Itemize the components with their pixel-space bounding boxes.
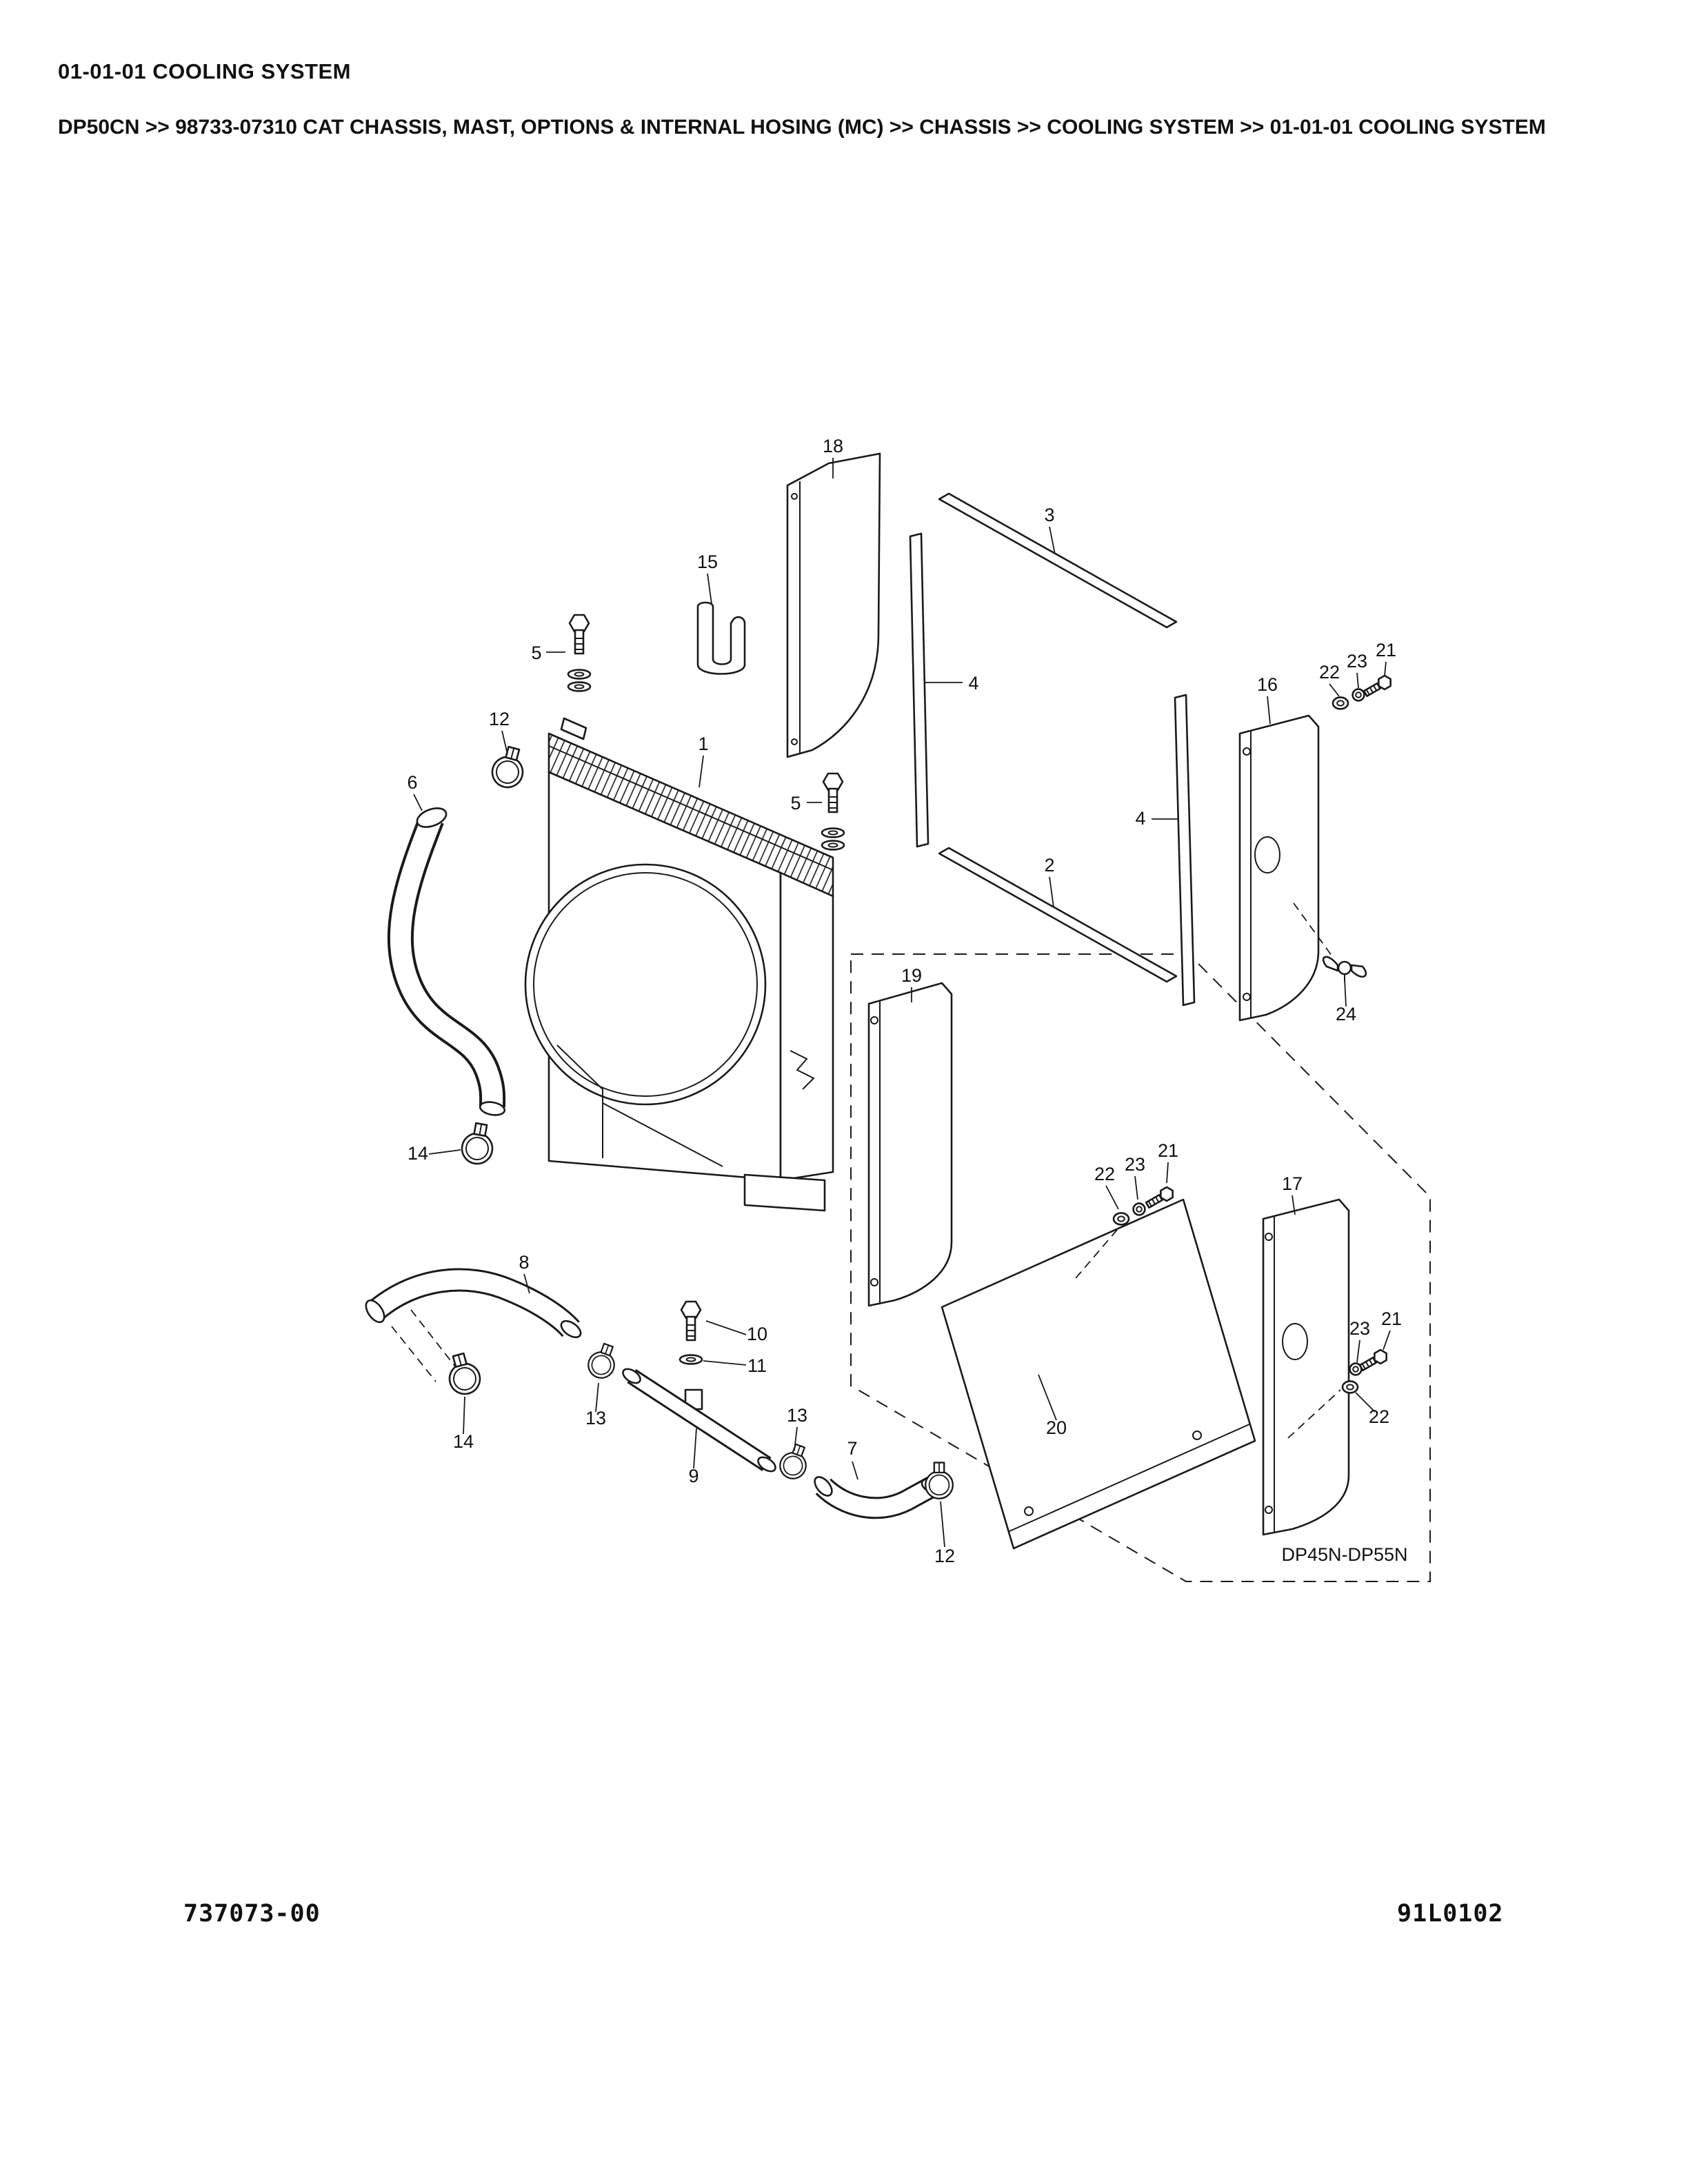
callout-5-a: 5 <box>531 643 541 663</box>
callout-4-b: 4 <box>1135 808 1145 829</box>
callout-13-b: 13 <box>787 1405 807 1426</box>
wing-clip-24 <box>1322 956 1367 982</box>
hose-clamp-14-bottom <box>443 1350 485 1399</box>
footer-figure-code: 91L0102 <box>1397 1900 1504 1928</box>
callout-labels: 18 15 5 3 4 16 22 23 21 12 6 1 5 2 4 24 … <box>407 436 1402 1566</box>
callout-21-c: 21 <box>1381 1308 1402 1329</box>
side-panel-17 <box>1262 1198 1350 1536</box>
side-panel-19 <box>867 982 953 1307</box>
fastener-set-top-right <box>1332 673 1395 710</box>
callout-22-a: 22 <box>1319 662 1340 682</box>
callout-12-b: 12 <box>934 1546 955 1566</box>
hose-clamp-14-left <box>459 1120 498 1167</box>
upper-radiator-hose <box>387 807 506 1116</box>
bolt-upper <box>567 614 592 692</box>
bolt-10 <box>680 1300 702 1342</box>
callout-8: 8 <box>519 1252 529 1273</box>
callout-13-a: 13 <box>585 1408 606 1428</box>
footer-doc-number: 737073-00 <box>183 1900 321 1928</box>
callout-22-c: 22 <box>1369 1406 1389 1427</box>
bolt-lower <box>821 772 845 851</box>
callout-12-a: 12 <box>489 709 510 729</box>
baffle-plate-20 <box>941 1198 1256 1550</box>
radiator-assembly <box>524 717 834 1212</box>
radiator-cap <box>560 717 587 740</box>
callout-11: 11 <box>747 1355 767 1376</box>
lower-radiator-hose <box>365 1268 582 1339</box>
leader-lines <box>413 458 1391 1548</box>
callout-21-b: 21 <box>1158 1140 1178 1161</box>
callout-21-a: 21 <box>1376 640 1396 660</box>
callout-14-a: 14 <box>408 1143 428 1164</box>
fan-shroud-opening <box>524 863 767 1106</box>
callout-17: 17 <box>1282 1173 1303 1194</box>
callout-5-b: 5 <box>790 793 801 813</box>
callout-18: 18 <box>823 436 843 456</box>
callout-6: 6 <box>407 772 417 793</box>
hose-clamp-12-top <box>488 743 530 792</box>
callout-20: 20 <box>1046 1417 1067 1438</box>
breadcrumb: DP50CN >> 98733-07310 CAT CHASSIS, MAST,… <box>58 116 1546 139</box>
callout-23-b: 23 <box>1125 1154 1145 1175</box>
rubber-seal-15 <box>696 601 746 675</box>
shroud-latch <box>790 1050 815 1090</box>
callout-10: 10 <box>747 1324 767 1344</box>
callout-7: 7 <box>847 1438 857 1459</box>
elbow-hose-7 <box>814 1476 944 1519</box>
hose-clamp-12-bottom <box>925 1462 954 1499</box>
callout-15: 15 <box>697 552 718 572</box>
callout-22-b: 22 <box>1094 1164 1115 1184</box>
seal-strip-2 <box>938 847 1178 983</box>
connecting-pipe-9 <box>622 1368 776 1473</box>
callout-24: 24 <box>1336 1004 1356 1024</box>
side-panel-18 <box>786 452 881 758</box>
callout-16: 16 <box>1257 674 1278 695</box>
page-title: 01-01-01 COOLING SYSTEM <box>58 59 351 83</box>
callout-23-a: 23 <box>1347 651 1367 671</box>
hose-clamp-13-left <box>583 1339 622 1383</box>
callout-2: 2 <box>1044 855 1054 876</box>
dashed-detail-lines <box>391 902 1341 1439</box>
side-panel-16 <box>1238 714 1320 1022</box>
callout-3: 3 <box>1044 505 1054 525</box>
callout-4-a: 4 <box>968 673 978 694</box>
callout-1: 1 <box>698 734 708 754</box>
seal-strip-4-left <box>909 532 930 848</box>
seal-strip-4-right <box>1174 694 1196 1007</box>
seal-strip-3 <box>938 492 1178 629</box>
callout-14-b: 14 <box>453 1431 474 1452</box>
callout-19: 19 <box>901 965 922 986</box>
washer-11 <box>679 1354 703 1365</box>
model-range-label: DP45N-DP55N <box>1281 1544 1407 1565</box>
callout-9: 9 <box>688 1466 699 1486</box>
callout-23-c: 23 <box>1349 1318 1370 1339</box>
